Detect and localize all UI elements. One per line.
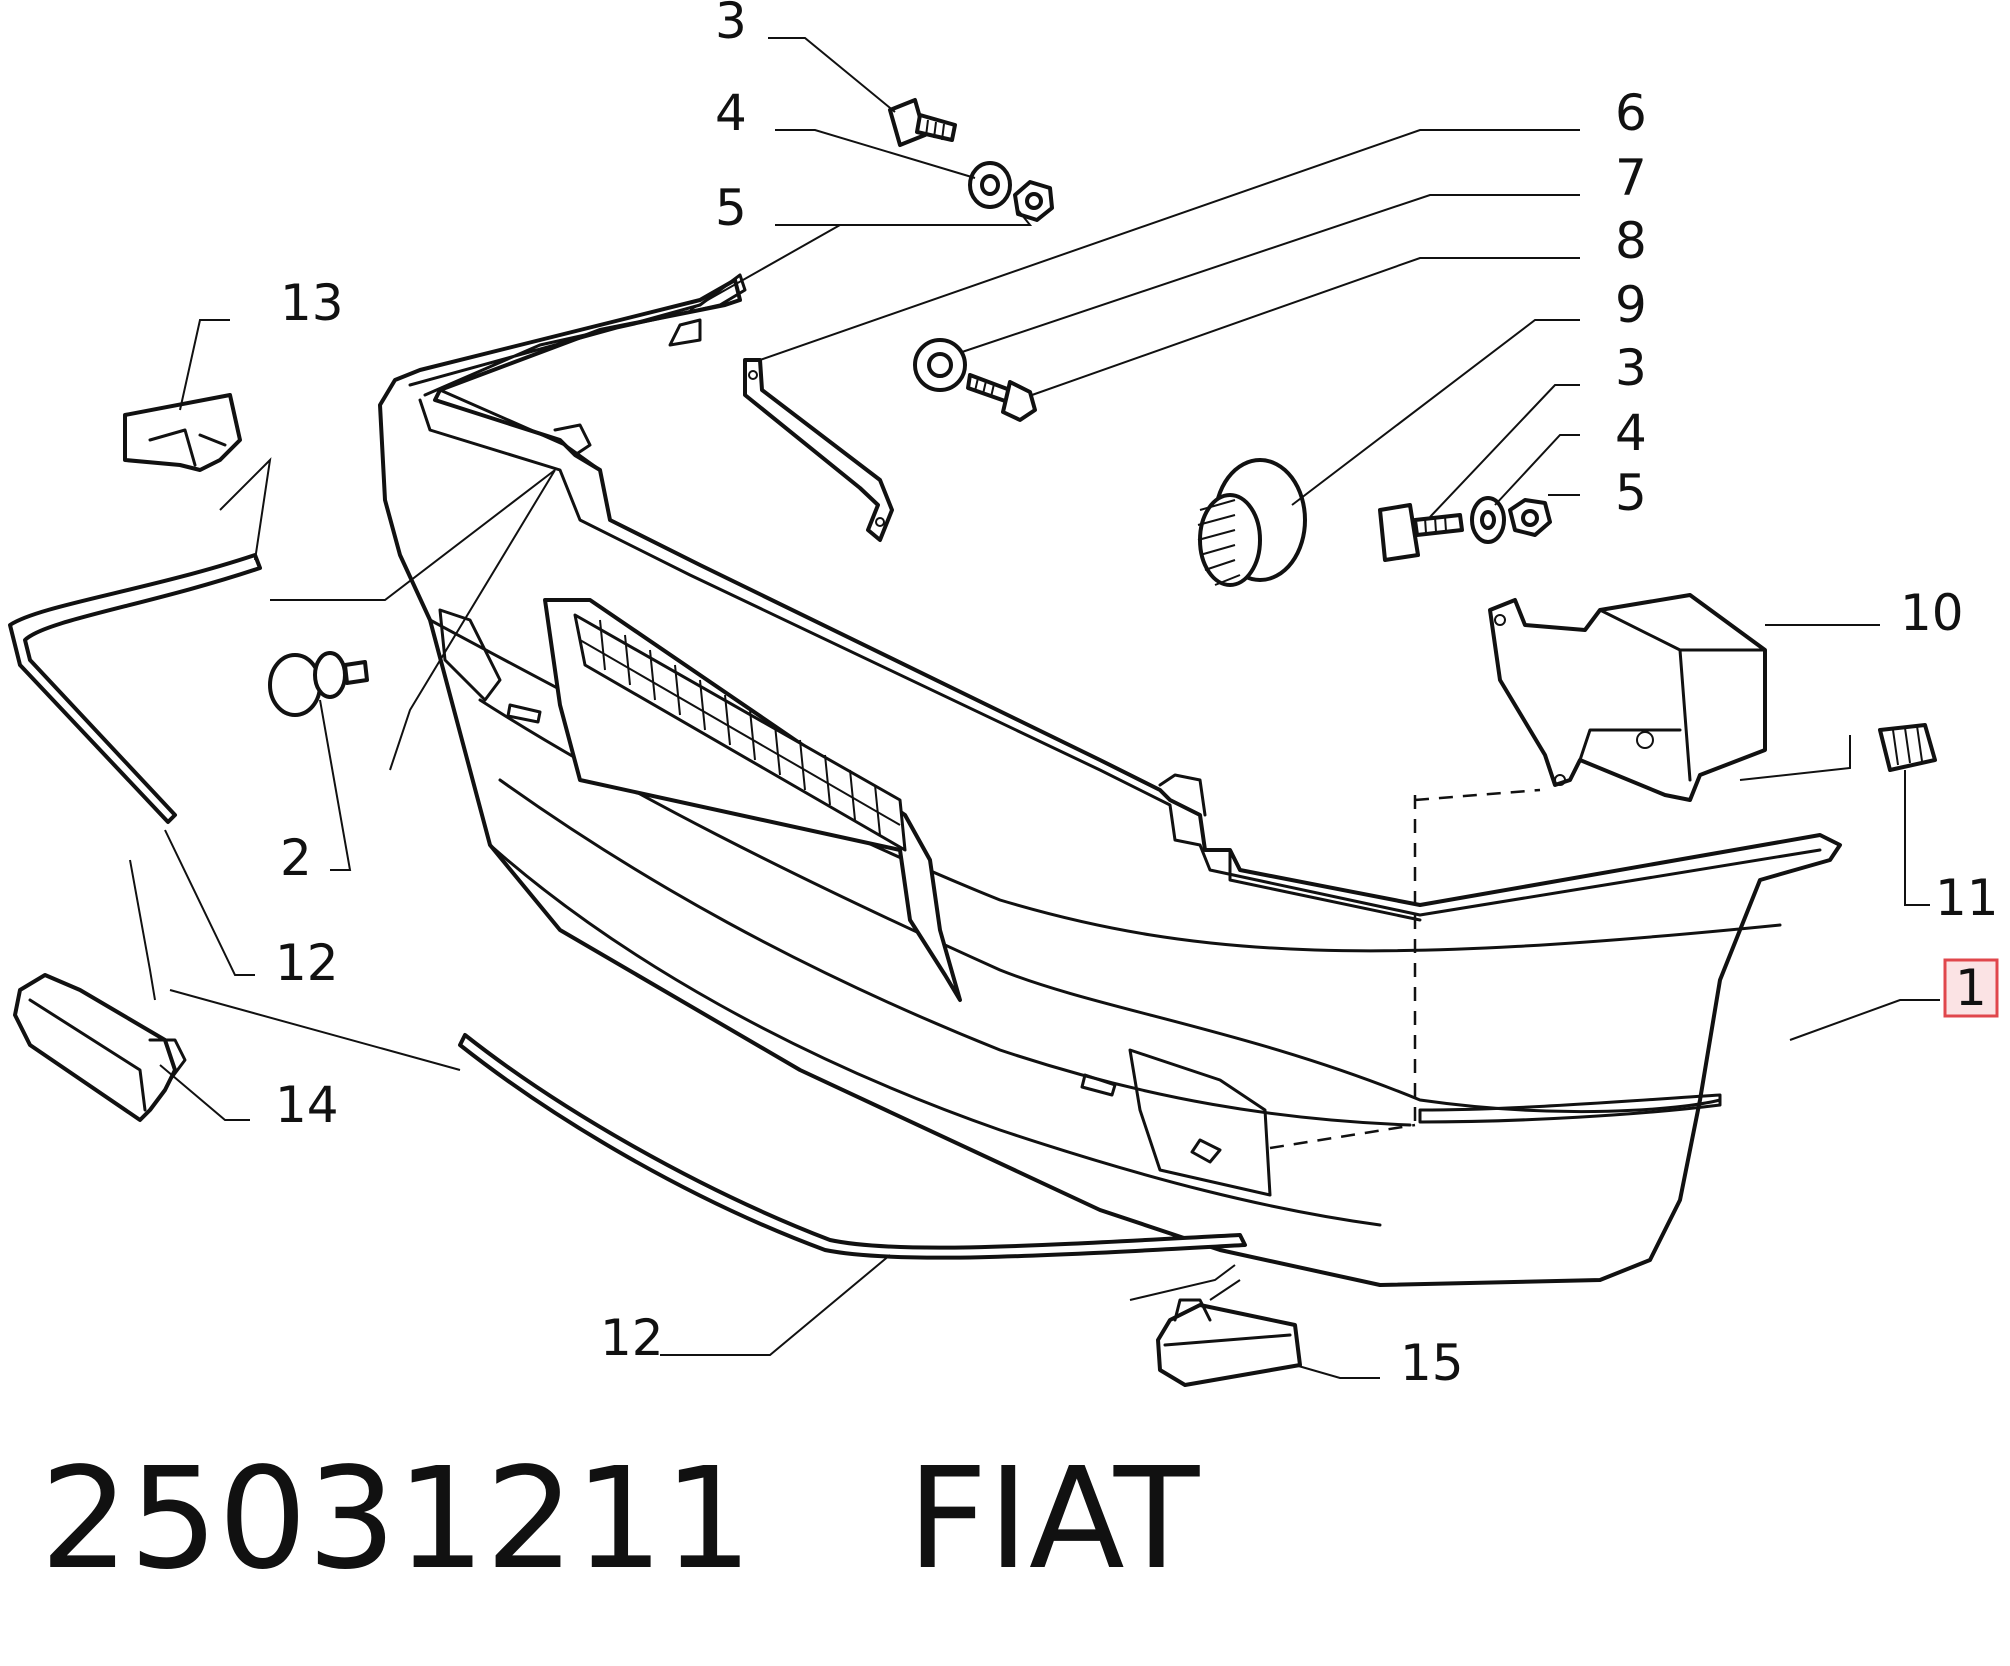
- callout-3-right: 3: [1615, 339, 1647, 397]
- callout-8: 8: [1615, 212, 1647, 270]
- callout-12-left: 12: [275, 934, 339, 992]
- leader-lines: [129, 37, 1940, 1379]
- callout-5-top: 5: [715, 179, 747, 237]
- footer-caption: 25031211 FIAT: [40, 1440, 1199, 1600]
- lock-washer: [913, 338, 967, 392]
- callout-10: 10: [1900, 584, 1964, 642]
- callout-1: 1: [1955, 959, 1987, 1017]
- callout-9: 9: [1615, 276, 1647, 334]
- callout-3-top: 3: [715, 0, 747, 50]
- callout-11: 11: [1935, 869, 1999, 927]
- callout-13: 13: [280, 274, 344, 332]
- push-clip: [1878, 723, 1937, 772]
- hex-bolt: [966, 373, 1037, 422]
- support-bracket: [743, 358, 894, 542]
- callout-labels: 3 4 5 6 7 8 9 3 4 5 10 11 1 13 2 12 14 1…: [275, 0, 1999, 1392]
- side-trim-strip: [8, 553, 262, 824]
- callout-7: 7: [1615, 149, 1647, 207]
- electrical-connector: [1197, 458, 1307, 587]
- callout-15: 15: [1400, 1334, 1464, 1392]
- front-clip-cover: [1156, 1298, 1302, 1387]
- washer: [968, 161, 1012, 209]
- screw: [268, 651, 369, 717]
- mounting-clip: [123, 393, 242, 472]
- callout-4-right: 4: [1615, 404, 1647, 462]
- hex-nut-2: [1508, 498, 1552, 537]
- grille-mesh: [573, 613, 907, 852]
- callout-2: 2: [280, 829, 312, 887]
- part-number: 25031211: [40, 1438, 753, 1601]
- side-bracket: [1488, 593, 1767, 802]
- lower-trim-strip: [458, 1033, 1247, 1260]
- callout-6: 6: [1615, 84, 1647, 142]
- callout-12-bottom: 12: [600, 1309, 664, 1367]
- hex-nut: [1013, 180, 1054, 222]
- callout-5-right: 5: [1615, 464, 1647, 522]
- washer-2: [1470, 496, 1506, 544]
- square-head-bolt-2: [1378, 503, 1464, 562]
- assembly-dash-line: [1269, 788, 1541, 1150]
- callout-14: 14: [275, 1076, 339, 1134]
- brand-name: FIAT: [907, 1438, 1200, 1601]
- callout-highlight-box: [1943, 958, 1999, 1018]
- square-head-bolt: [888, 98, 957, 147]
- corner-cover: [13, 973, 187, 1122]
- callout-4-top: 4: [715, 84, 747, 142]
